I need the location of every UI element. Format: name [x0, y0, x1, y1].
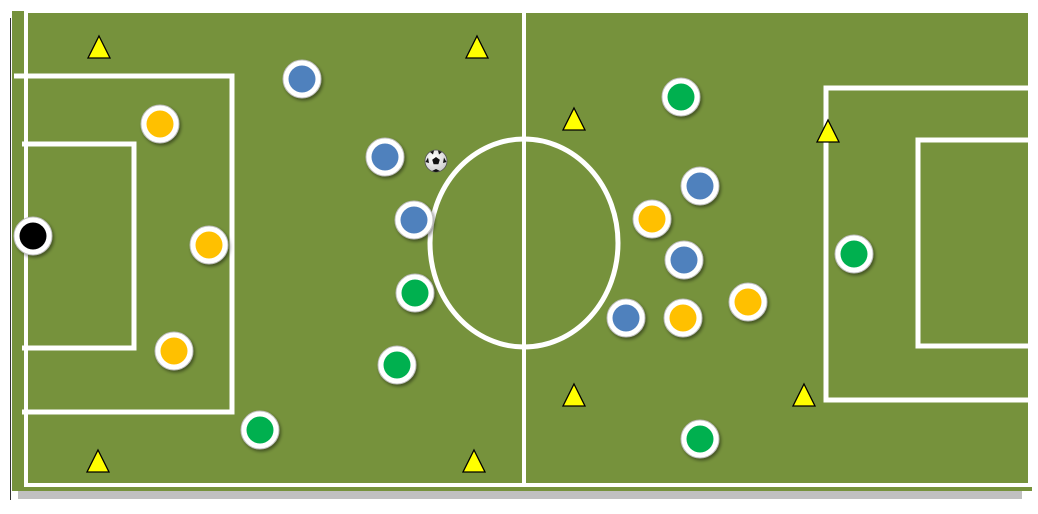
soccer-ball-icon[interactable]: [424, 149, 448, 173]
orange-player-token[interactable]: [140, 104, 180, 144]
blue-player-token[interactable]: [282, 59, 322, 99]
cone-triangle-icon[interactable]: [815, 118, 841, 143]
cone-triangle-icon[interactable]: [86, 34, 112, 59]
orange-player-token[interactable]: [663, 298, 703, 338]
orange-player-token[interactable]: [154, 331, 194, 371]
page-edge-rule: [10, 18, 11, 500]
orange-player-token[interactable]: [632, 199, 672, 239]
players-layer: [13, 59, 874, 459]
orange-player-token[interactable]: [189, 225, 229, 265]
cone-triangle-icon[interactable]: [561, 106, 587, 131]
goalkeeper-token[interactable]: [13, 216, 53, 256]
blue-player-token[interactable]: [394, 200, 434, 240]
green-player-token[interactable]: [395, 273, 435, 313]
center-circle: [427, 136, 621, 350]
right-goal-area: [915, 137, 1030, 349]
cone-triangle-icon[interactable]: [461, 448, 487, 473]
left-penalty-area: [14, 73, 235, 415]
green-player-token[interactable]: [680, 419, 720, 459]
orange-player-token[interactable]: [728, 282, 768, 322]
cone-triangle-icon[interactable]: [85, 448, 111, 473]
left-goal-area: [22, 141, 137, 351]
green-player-token[interactable]: [377, 345, 417, 385]
cone-triangle-icon[interactable]: [791, 382, 817, 407]
cones-layer: [85, 34, 841, 473]
cone-triangle-icon[interactable]: [464, 34, 490, 59]
right-penalty-area: [823, 85, 1030, 403]
blue-player-token[interactable]: [680, 166, 720, 206]
blue-player-token[interactable]: [365, 137, 405, 177]
green-player-token[interactable]: [834, 234, 874, 274]
blue-player-token[interactable]: [664, 240, 704, 280]
green-player-token[interactable]: [661, 77, 701, 117]
blue-player-token[interactable]: [606, 298, 646, 338]
cone-triangle-icon[interactable]: [561, 382, 587, 407]
green-player-token[interactable]: [240, 410, 280, 450]
